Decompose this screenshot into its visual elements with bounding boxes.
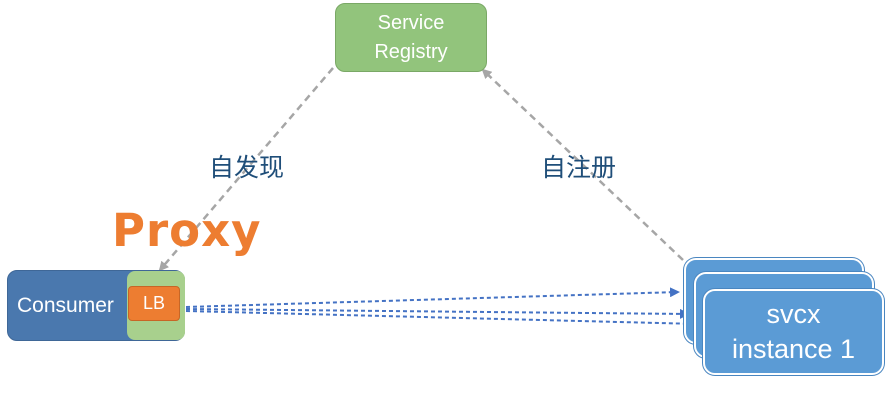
service-name: svcx — [766, 299, 821, 329]
register-arrow — [481, 68, 684, 261]
registry-label-line2: Registry — [374, 40, 448, 63]
register-label: 自注册 — [541, 153, 617, 182]
lb-arrow-to-instance-3 — [185, 310, 700, 329]
service-registry-node: Service Registry — [335, 3, 487, 72]
discover-arrow — [158, 67, 334, 272]
lb-arrow-to-instance-1 — [185, 287, 680, 308]
discover-label: 自发现 — [209, 153, 285, 182]
load-balancer-node: LB — [128, 286, 180, 321]
lb-label: LB — [142, 293, 166, 313]
lb-arrow-to-instance-2 — [185, 308, 690, 319]
service-instance-card-front: svcx instance 1 — [703, 289, 884, 375]
registry-label-line1: Service — [377, 11, 445, 34]
proxy-title: Proxy — [112, 204, 262, 257]
service-instance-label: instance 1 — [731, 334, 856, 364]
consumer-label: Consumer — [17, 293, 114, 317]
